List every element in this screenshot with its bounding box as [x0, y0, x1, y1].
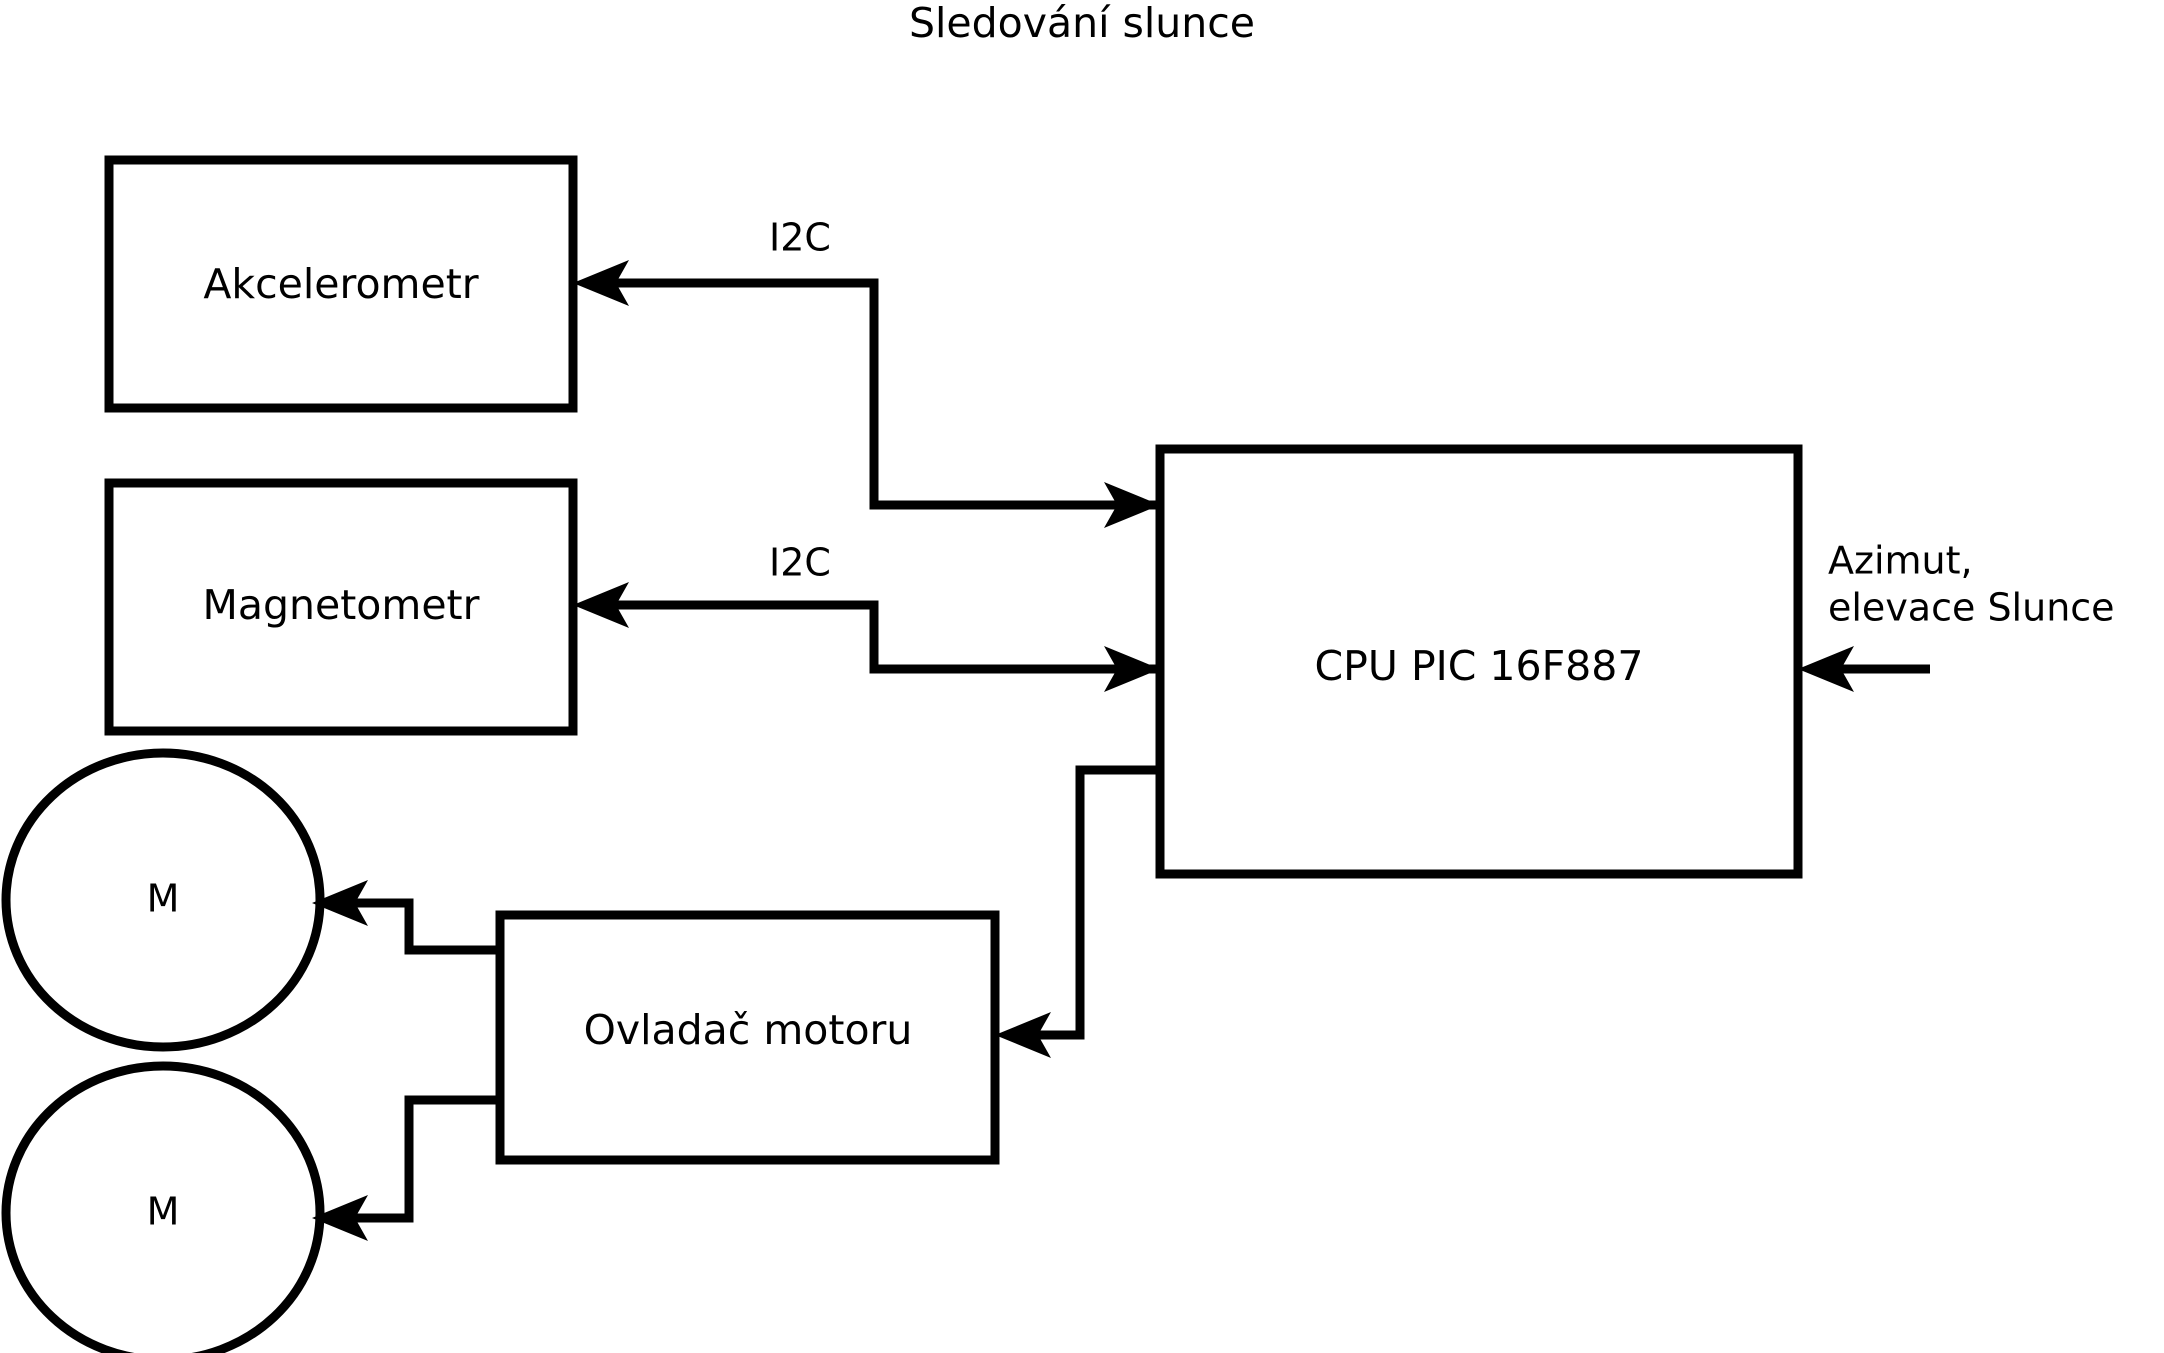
cpu-label: CPU PIC 16F887 [1315, 642, 1644, 690]
sun-input-label-line2: elevace Slunce [1828, 586, 2115, 630]
motor-1-label: M [147, 877, 180, 921]
node-ovladac-motoru[interactable]: Ovladač motoru [495, 910, 1000, 1165]
edge-cpu-akcelerometr-line [613, 278, 1160, 510]
edge-cpu-ovladac-line [1037, 765, 1160, 1040]
arrow-head-to-magnetometr [573, 582, 629, 628]
sun-input-label-line1: Azimut, [1828, 539, 1973, 583]
node-motor-2[interactable]: M [1, 1061, 325, 1353]
arrow-head-sun-input [1798, 646, 1854, 692]
node-cpu[interactable]: CPU PIC 16F887 [1155, 444, 1803, 879]
i2c-label-magnetometer: I2C [769, 541, 831, 585]
page-title: Sledování slunce [909, 0, 1255, 47]
edge-cpu-magnetometr-line [613, 600, 1160, 674]
node-magnetometr[interactable]: Magnetometr [104, 478, 578, 736]
arrow-head-magnetometr-to-cpu [1104, 646, 1160, 692]
magnetometr-box[interactable] [104, 478, 578, 736]
motor-2-label: M [147, 1190, 180, 1234]
node-motor-1[interactable]: M [1, 748, 325, 1052]
edge-sun-input-to-cpu: Azimut, elevace Slunce [1798, 539, 2115, 692]
motor-2-circle[interactable] [1, 1061, 325, 1353]
edge-ovladac-motor-1-line [352, 898, 500, 955]
edge-cpu-to-magnetometr: I2C [573, 541, 1160, 692]
arrow-head-to-motor-2 [312, 1195, 368, 1241]
arrow-head-to-akcelerometr [573, 260, 629, 306]
i2c-label-accelerometer: I2C [769, 216, 831, 260]
akcelerometr-label: Akcelerometr [203, 260, 478, 308]
edge-cpu-to-akcelerometr: I2C [573, 216, 1160, 528]
edge-ovladac-motor-2-line [352, 1095, 500, 1223]
arrow-head-to-ovladac [995, 1012, 1051, 1058]
magnetometr-label: Magnetometr [203, 581, 480, 629]
ovladac-motoru-label: Ovladač motoru [584, 1006, 913, 1054]
ovladac-motoru-box[interactable] [495, 910, 1000, 1165]
arrow-head-akcelerometr-to-cpu [1104, 482, 1160, 528]
akcelerometr-box[interactable] [104, 155, 578, 413]
edge-cpu-to-ovladac [995, 765, 1160, 1058]
node-akcelerometr[interactable]: Akcelerometr [104, 155, 578, 413]
cpu-box[interactable] [1155, 444, 1803, 879]
edge-ovladac-to-motor-1 [312, 880, 500, 955]
arrow-head-to-motor-1 [312, 880, 368, 926]
edge-ovladac-to-motor-2 [312, 1095, 500, 1241]
